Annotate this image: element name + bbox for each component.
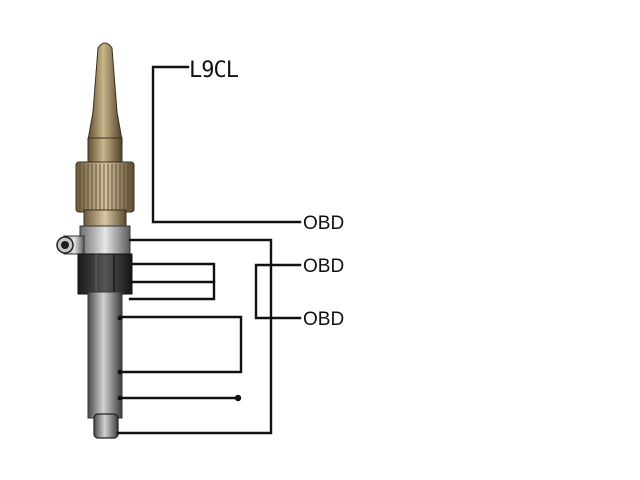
sensor-body	[87, 291, 123, 419]
sensor-tip	[87, 42, 123, 141]
wire-body-loop	[118, 315, 243, 374]
wire-top-label	[151, 65, 302, 224]
sensor-illustration	[56, 42, 135, 439]
connector-label-1: OBD	[303, 213, 344, 234]
hex-nut	[77, 253, 133, 295]
wire-outer-loop	[116, 238, 273, 435]
top-code-label: L9CL	[189, 58, 239, 83]
connector-label-3: OBD	[303, 309, 344, 330]
knurled-nut	[75, 161, 135, 213]
wiring	[116, 65, 302, 435]
flange-ring	[83, 209, 127, 227]
sensor-neck	[87, 137, 123, 165]
wire-obd-bracket	[254, 263, 302, 320]
connector-label-2: OBD	[303, 256, 344, 277]
collar	[79, 225, 131, 257]
bottom-cap	[93, 413, 119, 439]
